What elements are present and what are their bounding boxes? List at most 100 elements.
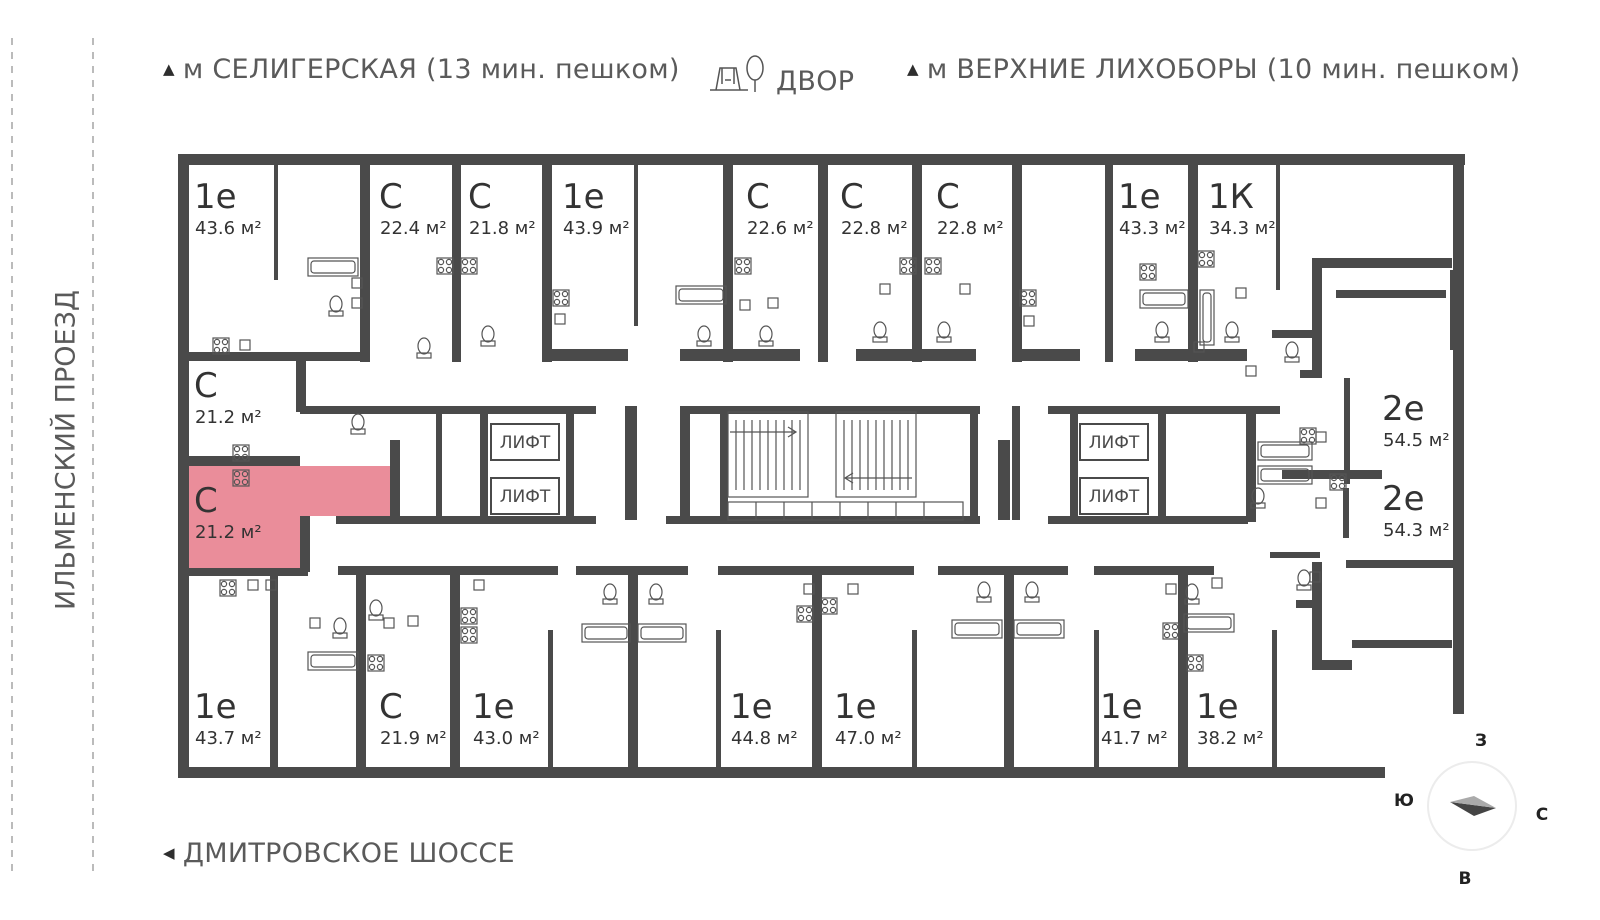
burner-icon — [469, 627, 477, 635]
apartment-area-label[interactable]: 38.2 м² — [1197, 728, 1264, 749]
stove-icon — [212, 337, 230, 355]
burner-icon — [908, 266, 916, 274]
apartment-type-label[interactable]: 1е — [562, 177, 605, 217]
toilet-tank — [648, 598, 664, 605]
apartment-type-label[interactable]: 1е — [1118, 177, 1161, 217]
wall — [566, 406, 574, 524]
wall — [1346, 560, 1454, 568]
triangle-pointer-icon: ▲ — [907, 60, 919, 78]
wall — [1004, 570, 1014, 770]
burner-icon — [1330, 482, 1338, 490]
bathtub-icon — [1257, 441, 1313, 461]
burner-icon — [469, 608, 477, 616]
wall — [680, 406, 980, 414]
wall — [1450, 270, 1456, 350]
apartment-area-label[interactable]: 21.8 м² — [469, 218, 536, 239]
bathtub-inner — [954, 622, 1000, 636]
apartment-area-label[interactable]: 21.2 м² — [195, 522, 262, 543]
burner-icon — [797, 614, 805, 622]
stove-icon — [734, 257, 752, 275]
apartment-area-label[interactable]: 22.6 м² — [747, 218, 814, 239]
compass-west-letter: Ю — [1394, 791, 1414, 811]
apartment-type-label[interactable]: С — [468, 177, 492, 217]
wall — [178, 568, 308, 576]
apartment-area-label[interactable]: 54.3 м² — [1383, 520, 1450, 541]
dmitrovskoe-shosse-text: ДМИТРОВСКОЕ ШОССЕ — [182, 838, 515, 869]
wall — [178, 767, 1385, 778]
wall — [1312, 660, 1352, 670]
toilet-icon — [351, 413, 365, 431]
wall — [1105, 160, 1113, 362]
burner-icon — [1195, 663, 1203, 671]
apartment-type-label[interactable]: С — [194, 481, 218, 521]
apartment-area-label[interactable]: 43.6 м² — [195, 218, 262, 239]
apartment-area-label[interactable]: 43.0 м² — [473, 728, 540, 749]
toilet-tank — [1154, 336, 1170, 343]
apartment-type-label[interactable]: С — [379, 687, 403, 727]
sink-icon — [1245, 365, 1257, 377]
apartment-area-label[interactable]: 41.7 м² — [1101, 728, 1168, 749]
selected-apartment-highlight[interactable] — [180, 466, 395, 570]
burner-icon — [1206, 259, 1214, 267]
burner-icon — [220, 580, 228, 588]
apartment-type-label[interactable]: 2е — [1382, 389, 1425, 429]
apartment-type-label[interactable]: 1е — [194, 177, 237, 217]
yard-text: ДВОР — [776, 66, 855, 97]
apartment-type-label[interactable]: С — [746, 177, 770, 217]
apartment-type-label[interactable]: 1К — [1208, 177, 1254, 217]
apartment-area-label[interactable]: 21.9 м² — [380, 728, 447, 749]
apartment-area-label[interactable]: 21.2 м² — [195, 407, 262, 428]
apartment-type-label[interactable]: 2е — [1382, 479, 1425, 519]
toilet-icon — [1025, 581, 1039, 599]
burner-icon — [553, 290, 561, 298]
apartment-area-label[interactable]: 22.8 м² — [841, 218, 908, 239]
apartment-area-label[interactable]: 43.3 м² — [1119, 218, 1186, 239]
apartment-type-label[interactable]: С — [840, 177, 864, 217]
apartment-type-label[interactable]: С — [936, 177, 960, 217]
burner-icon — [221, 338, 229, 346]
wall — [452, 160, 461, 362]
stove-icon — [367, 654, 385, 672]
apartment-type-label[interactable]: 1е — [194, 687, 237, 727]
toilet-tank — [976, 596, 992, 603]
wall — [1312, 258, 1322, 378]
apartment-type-label[interactable]: 1е — [730, 687, 773, 727]
burner-icon — [233, 470, 241, 478]
apartment-area-label[interactable]: 44.8 м² — [731, 728, 798, 749]
apartment-type-label[interactable]: С — [379, 177, 403, 217]
apartment-area-label[interactable]: 22.8 м² — [937, 218, 1004, 239]
burner-icon — [735, 258, 743, 266]
burner-icon — [228, 580, 236, 588]
apartment-area-label[interactable]: 54.5 м² — [1383, 430, 1450, 451]
apartment-area-label[interactable]: 43.9 м² — [563, 218, 630, 239]
sink-icon — [1211, 577, 1223, 589]
apartment-area-label[interactable]: 43.7 м² — [195, 728, 262, 749]
sink-icon — [1193, 341, 1205, 353]
apartment-type-label[interactable]: 1е — [472, 687, 515, 727]
wall — [450, 570, 460, 770]
wall — [998, 440, 1010, 520]
wall — [1343, 488, 1349, 538]
compass-icon — [1427, 761, 1517, 851]
stove-icon — [232, 444, 250, 462]
wall — [548, 630, 553, 770]
bathtub-icon — [1199, 289, 1215, 346]
burner-icon — [445, 266, 453, 274]
burner-icon — [437, 266, 445, 274]
apartment-area-label[interactable]: 47.0 м² — [835, 728, 902, 749]
burner-icon — [241, 445, 249, 453]
burner-icon — [461, 627, 469, 635]
sink-icon — [265, 579, 277, 591]
sink-icon — [473, 579, 485, 591]
triangle-pointer-icon: ◀ — [163, 844, 175, 862]
bathtub-icon — [1013, 619, 1065, 639]
apartment-type-label[interactable]: 1е — [1196, 687, 1239, 727]
apartment-area-label[interactable]: 22.4 м² — [380, 218, 447, 239]
apartment-type-label[interactable]: 1е — [1100, 687, 1143, 727]
apartment-area-label[interactable]: 34.3 м² — [1209, 218, 1276, 239]
bathtub-icon — [951, 619, 1003, 639]
sink-icon — [959, 283, 971, 295]
stove-icon — [460, 607, 478, 625]
apartment-type-label[interactable]: 1е — [834, 687, 877, 727]
apartment-type-label[interactable]: С — [194, 366, 218, 406]
